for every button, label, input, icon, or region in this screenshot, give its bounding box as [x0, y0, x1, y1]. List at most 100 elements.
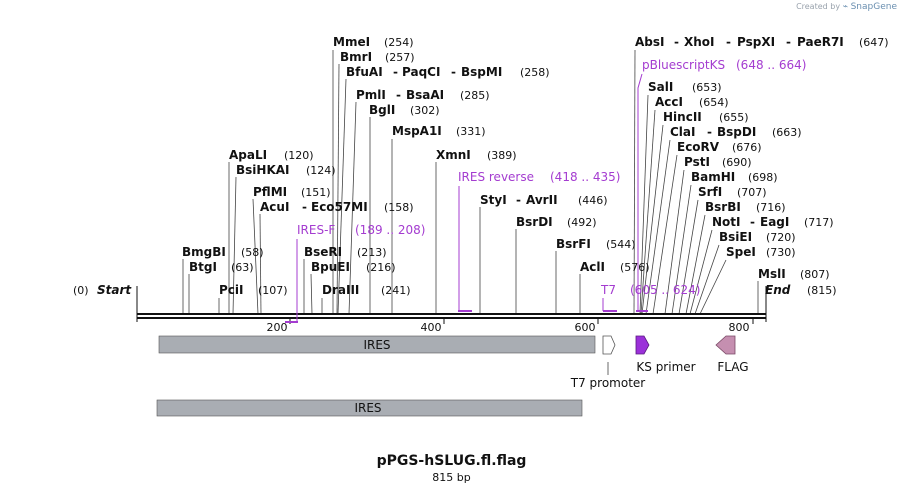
feature-ires-secondary-bar	[156, 399, 583, 417]
primer-ires-reverse[interactable]	[458, 186, 472, 312]
enzyme-pmli-bsaai[interactable]: PmlI - BsaAI (285)	[356, 88, 490, 102]
enzyme-leader-line	[652, 154, 678, 315]
enzyme-name: Eco57MI	[311, 200, 368, 214]
enzyme-bgli[interactable]: BglI (302)	[369, 103, 440, 117]
enzyme-hincii[interactable]: HincII (655)	[663, 110, 749, 124]
enzyme-bsiei[interactable]: BsiEI (720)	[719, 230, 796, 244]
enzyme-bmri[interactable]: BmrI (257)	[340, 50, 415, 64]
primer-t7[interactable]	[602, 298, 617, 312]
enzyme-separator: -	[451, 65, 456, 79]
primer-name: IRES-F	[297, 223, 335, 237]
feature-flag[interactable]: FLAG	[715, 335, 749, 374]
ruler-tick-label: 600	[575, 321, 596, 334]
primer-name: IRES reverse	[458, 170, 534, 184]
enzyme-mmei[interactable]: MmeI (254)	[333, 35, 414, 49]
primer-ires-f[interactable]	[285, 239, 298, 323]
enzyme-position: (720)	[766, 231, 796, 244]
primer-label-ires-f[interactable]: IRES-F (189 .. 208)	[297, 223, 425, 237]
enzyme-position: (241)	[381, 284, 411, 297]
enzyme-apali[interactable]: ApaLI (120)	[229, 148, 314, 162]
enzyme-acci[interactable]: AccI (654)	[655, 95, 729, 109]
enzyme-beseri[interactable]: BseRI (213)	[304, 245, 387, 259]
primer-label-pbluescriptks[interactable]: pBluescriptKS (648 .. 664)	[642, 58, 806, 72]
enzyme-name: BsrBI	[705, 200, 741, 214]
enzyme-position: (707)	[737, 186, 767, 199]
enzyme-styi-avrii[interactable]: StyI - AvrII (446)	[480, 193, 608, 207]
enzyme-name: MspA1I	[392, 124, 442, 138]
enzyme-separator: -	[393, 65, 398, 79]
enzyme-bsihkai[interactable]: BsiHKAI (124)	[236, 163, 336, 177]
enzyme-acui-eco57mi[interactable]: AcuI - Eco57MI (158)	[260, 200, 414, 214]
primer-pbluescriptks[interactable]	[636, 73, 648, 312]
enzyme-name: SrfI	[698, 185, 722, 199]
enzyme-pcii[interactable]: PciI (107)	[219, 283, 288, 297]
enzyme-bsrdi[interactable]: BsrDI (492)	[516, 215, 597, 229]
feature-ks-primer[interactable]: KS primer	[635, 335, 696, 374]
enzyme-name: SalI	[648, 80, 673, 94]
enzyme-bamhi[interactable]: BamHI (698)	[691, 170, 778, 184]
enzyme-psti[interactable]: PstI (690)	[684, 155, 752, 169]
feature-flag-label: FLAG	[717, 360, 748, 374]
enzyme-pflmi[interactable]: PflMI (151)	[253, 185, 331, 199]
enzyme-leader-line	[699, 259, 727, 315]
start-position: (0)	[73, 284, 89, 297]
enzyme-bsrbi[interactable]: BsrBI (716)	[705, 200, 786, 214]
enzyme-bpuei[interactable]: BpuEI (216)	[311, 260, 396, 274]
enzyme-mspa1i[interactable]: MspA1I (331)	[392, 124, 486, 138]
enzyme-absi-xhoi-pspxi-paer7i[interactable]: AbsI - XhoI - PspXI - PaeR7I (647)	[635, 35, 889, 49]
enzyme-msli[interactable]: MslI (807)	[758, 267, 830, 281]
enzyme-name: XmnI	[436, 148, 471, 162]
enzyme-xmni[interactable]: XmnI (389)	[436, 148, 517, 162]
credit-brand: SnapGene	[850, 2, 897, 12]
enzyme-position: (331)	[456, 125, 486, 138]
primer-range: (418 .. 435)	[550, 170, 620, 184]
enzyme-position: (216)	[366, 261, 396, 274]
enzyme-bfuai-paqci-bspmi[interactable]: BfuAI - PaqCI - BspMI (258)	[346, 65, 550, 79]
enzyme-position: (717)	[804, 216, 834, 229]
enzyme-bsrfi[interactable]: BsrFI (544)	[556, 237, 636, 251]
enzyme-leader-line	[694, 244, 720, 315]
enzyme-sali[interactable]: SalI (653)	[648, 80, 722, 94]
enzyme-position: (107)	[258, 284, 288, 297]
enzyme-leader-line	[664, 169, 685, 315]
enzyme-position: (716)	[756, 201, 786, 214]
feature-t7-promoter-arrow	[602, 335, 616, 355]
enzyme-acli[interactable]: AclI (576)	[580, 260, 650, 274]
enzyme-position: (158)	[384, 201, 414, 214]
primer-label-ires-reverse[interactable]: IRES reverse (418 .. 435)	[458, 170, 620, 184]
enzyme-leader-line	[641, 124, 664, 315]
primer-label-t7[interactable]: T7 (605 .. 624)	[600, 283, 700, 297]
enzyme-draiii[interactable]: DraIII (241)	[322, 283, 411, 297]
enzyme-position: (257)	[385, 51, 415, 64]
enzyme-bmgbi[interactable]: BmgBI (58)	[182, 245, 264, 259]
enzyme-name: MslI	[758, 267, 786, 281]
enzyme-name: EcoRV	[677, 140, 720, 154]
feature-ires-label: IRES	[363, 338, 390, 352]
enzyme-srfi[interactable]: SrfI (707)	[698, 185, 767, 199]
feature-t7-promoter[interactable]: T7 promoter	[570, 335, 646, 390]
feature-ires-secondary[interactable]: IRES	[156, 399, 583, 417]
snapgene-credit: Created by ⌁ SnapGene	[796, 2, 897, 12]
snapgene-logo: ⌁	[842, 2, 849, 12]
primer-name: T7	[600, 283, 616, 297]
enzyme-position: (120)	[284, 149, 314, 162]
feature-ires[interactable]: IRES	[158, 335, 596, 354]
enzyme-name: XhoI	[684, 35, 715, 49]
enzyme-name: BmgBI	[182, 245, 226, 259]
enzyme-clai-bspdi[interactable]: ClaI - BspDI (663)	[670, 125, 802, 139]
enzyme-separator: -	[396, 88, 401, 102]
enzyme-leader-line	[633, 49, 636, 315]
enzyme-position: (647)	[859, 36, 889, 49]
enzyme-noti-eagi[interactable]: NotI - EagI (717)	[712, 215, 834, 229]
enzyme-name: BspDI	[717, 125, 756, 139]
enzyme-name: PflMI	[253, 185, 287, 199]
enzyme-name: AcuI	[260, 200, 289, 214]
enzyme-name: BpuEI	[311, 260, 350, 274]
enzyme-name: BseRI	[304, 245, 342, 259]
enzyme-btgi[interactable]: BtgI (63)	[189, 260, 254, 274]
enzyme-name: BsrFI	[556, 237, 591, 251]
enzyme-ecorv[interactable]: EcoRV (676)	[677, 140, 762, 154]
enzyme-position: (302)	[410, 104, 440, 117]
enzyme-leader-line	[310, 273, 313, 315]
enzyme-spei[interactable]: SpeI (730)	[726, 245, 796, 259]
